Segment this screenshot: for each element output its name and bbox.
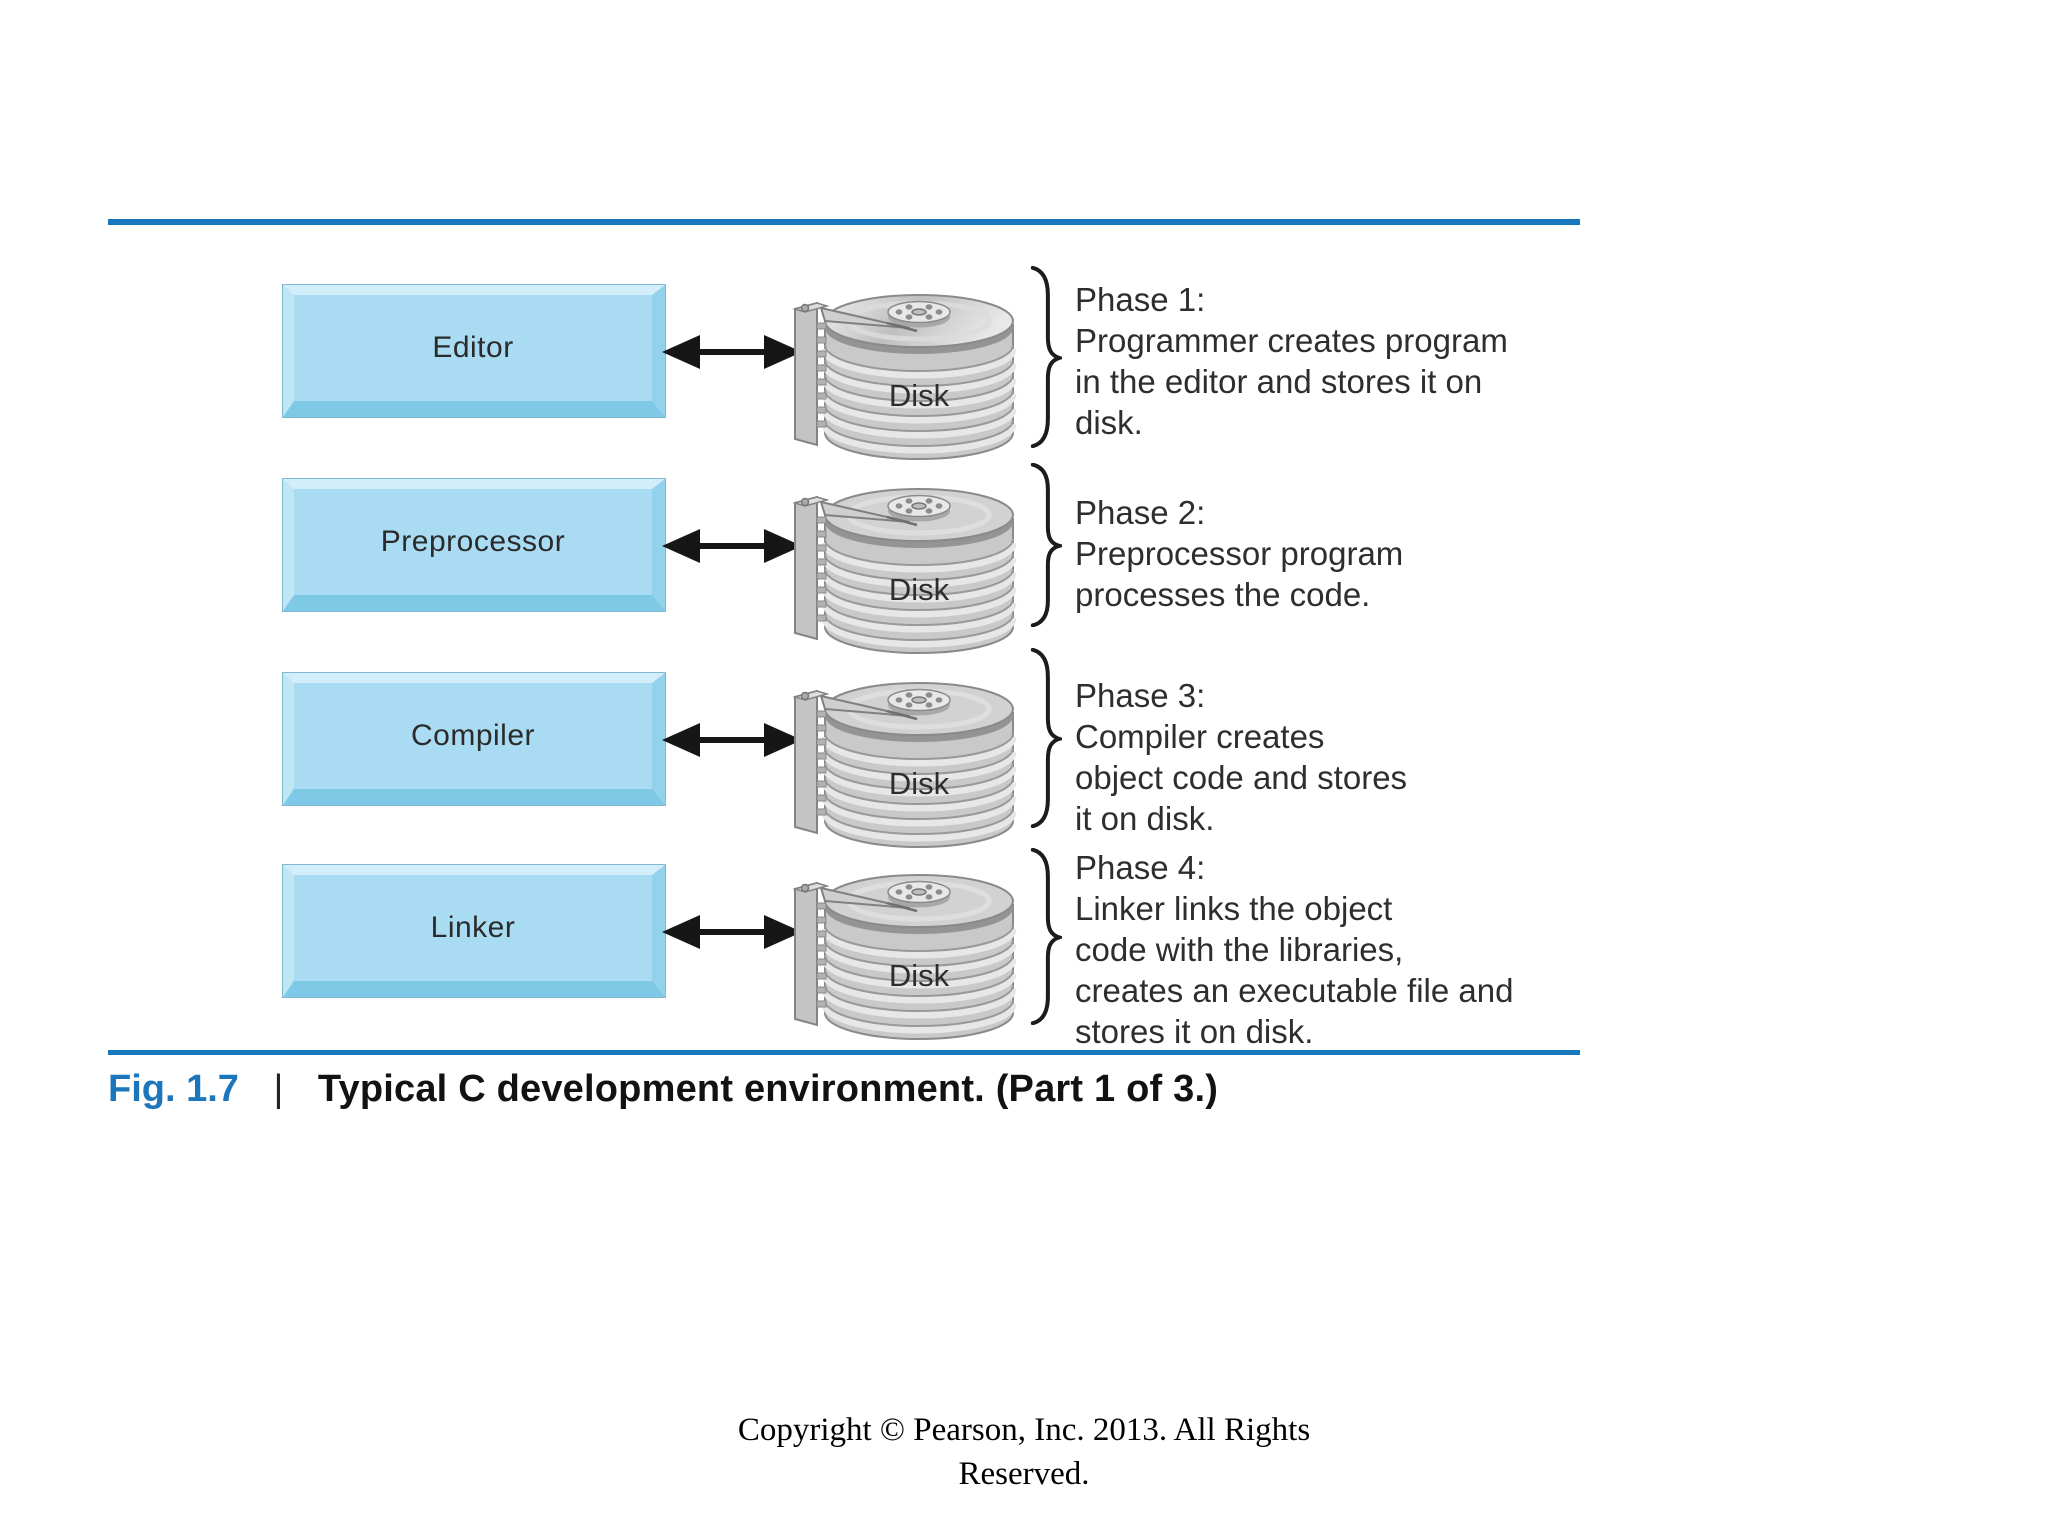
phase-description: Phase 1: Programmer creates program in t… xyxy=(1075,279,1535,443)
copyright-notice: Copyright © Pearson, Inc. 2013. All Righ… xyxy=(574,1408,1474,1496)
disk-drawing xyxy=(792,294,1017,460)
arrow-shaft xyxy=(696,543,768,549)
brace-icon xyxy=(1030,848,1062,1025)
bidirectional-arrow-icon xyxy=(662,335,802,369)
phase-line: disk. xyxy=(1075,404,1143,441)
disk-icon: Disk xyxy=(791,469,1017,659)
phase-description: Phase 3: Compiler creates object code an… xyxy=(1075,675,1535,839)
phase-line: code with the libraries, xyxy=(1075,931,1404,968)
copyright-line: Reserved. xyxy=(958,1456,1090,1492)
phase-line: Preprocessor program xyxy=(1075,535,1404,572)
process-box-label: Linker xyxy=(430,911,516,944)
phase-line: Linker links the object xyxy=(1075,890,1393,927)
process-box-preprocessor: Preprocessor xyxy=(283,479,665,611)
bottom-rule xyxy=(108,1050,1580,1055)
disk-label: Disk xyxy=(888,378,950,413)
phase-line: creates an executable file and xyxy=(1075,972,1514,1009)
bidirectional-arrow-icon xyxy=(662,529,802,563)
caption-text: Typical C development environment. (Part… xyxy=(317,1068,1219,1110)
phase-line: it on disk. xyxy=(1075,800,1215,837)
phase-line: Phase 3: xyxy=(1075,677,1206,714)
process-box-label: Preprocessor xyxy=(380,525,566,558)
disk-drawing xyxy=(791,469,1017,659)
brace-icon xyxy=(1030,266,1062,448)
disk-label: Disk xyxy=(888,766,950,801)
disk-label: Disk xyxy=(888,572,950,607)
arrow-head-left xyxy=(662,915,700,949)
copyright-line: Copyright © Pearson, Inc. 2013. All Righ… xyxy=(737,1412,1311,1448)
arrow-shaft xyxy=(696,349,768,355)
top-rule xyxy=(108,219,1580,225)
caption-separator: | xyxy=(273,1068,284,1110)
phase-line: object code and stores xyxy=(1075,759,1408,796)
phase-line: in the editor and stores it on xyxy=(1075,363,1483,400)
arrow-head-left xyxy=(662,335,700,369)
arrow-shaft xyxy=(696,929,768,935)
arrow-head-left xyxy=(662,529,700,563)
phase-description: Phase 2: Preprocessor program processes … xyxy=(1075,492,1535,615)
arrow-head-left xyxy=(662,723,700,757)
bidirectional-arrow-icon xyxy=(662,723,802,757)
phase-line: Programmer creates program xyxy=(1075,322,1508,359)
process-box-label: Editor xyxy=(432,331,514,364)
phase-line: Phase 1: xyxy=(1075,281,1206,318)
disk-drawing xyxy=(791,855,1017,1045)
process-box-linker: Linker xyxy=(283,865,665,997)
phase-line: Phase 2: xyxy=(1075,494,1206,531)
process-box-editor: Editor xyxy=(283,285,665,417)
figure-caption: Fig. 1.7 | Typical C development environ… xyxy=(108,1068,1608,1111)
process-box-compiler: Compiler xyxy=(283,673,665,805)
bidirectional-arrow-icon xyxy=(662,915,802,949)
phase-line: stores it on disk. xyxy=(1075,1013,1314,1050)
disk-icon: Disk xyxy=(791,855,1017,1045)
arrow-shaft xyxy=(696,737,768,743)
disk-label: Disk xyxy=(888,958,950,993)
phase-description: Phase 4: Linker links the object code wi… xyxy=(1075,847,1535,1052)
phase-line: Compiler creates xyxy=(1075,718,1325,755)
brace-icon xyxy=(1030,648,1062,828)
process-box-label: Compiler xyxy=(410,719,536,752)
phase-line: processes the code. xyxy=(1075,576,1371,613)
brace-icon xyxy=(1030,463,1062,627)
phase-line: Phase 4: xyxy=(1075,849,1206,886)
disk-icon: Disk xyxy=(791,663,1017,853)
figure-number: Fig. 1.7 xyxy=(108,1068,239,1110)
disk-drawing xyxy=(791,663,1017,853)
disk-icon: Disk xyxy=(791,275,1017,465)
